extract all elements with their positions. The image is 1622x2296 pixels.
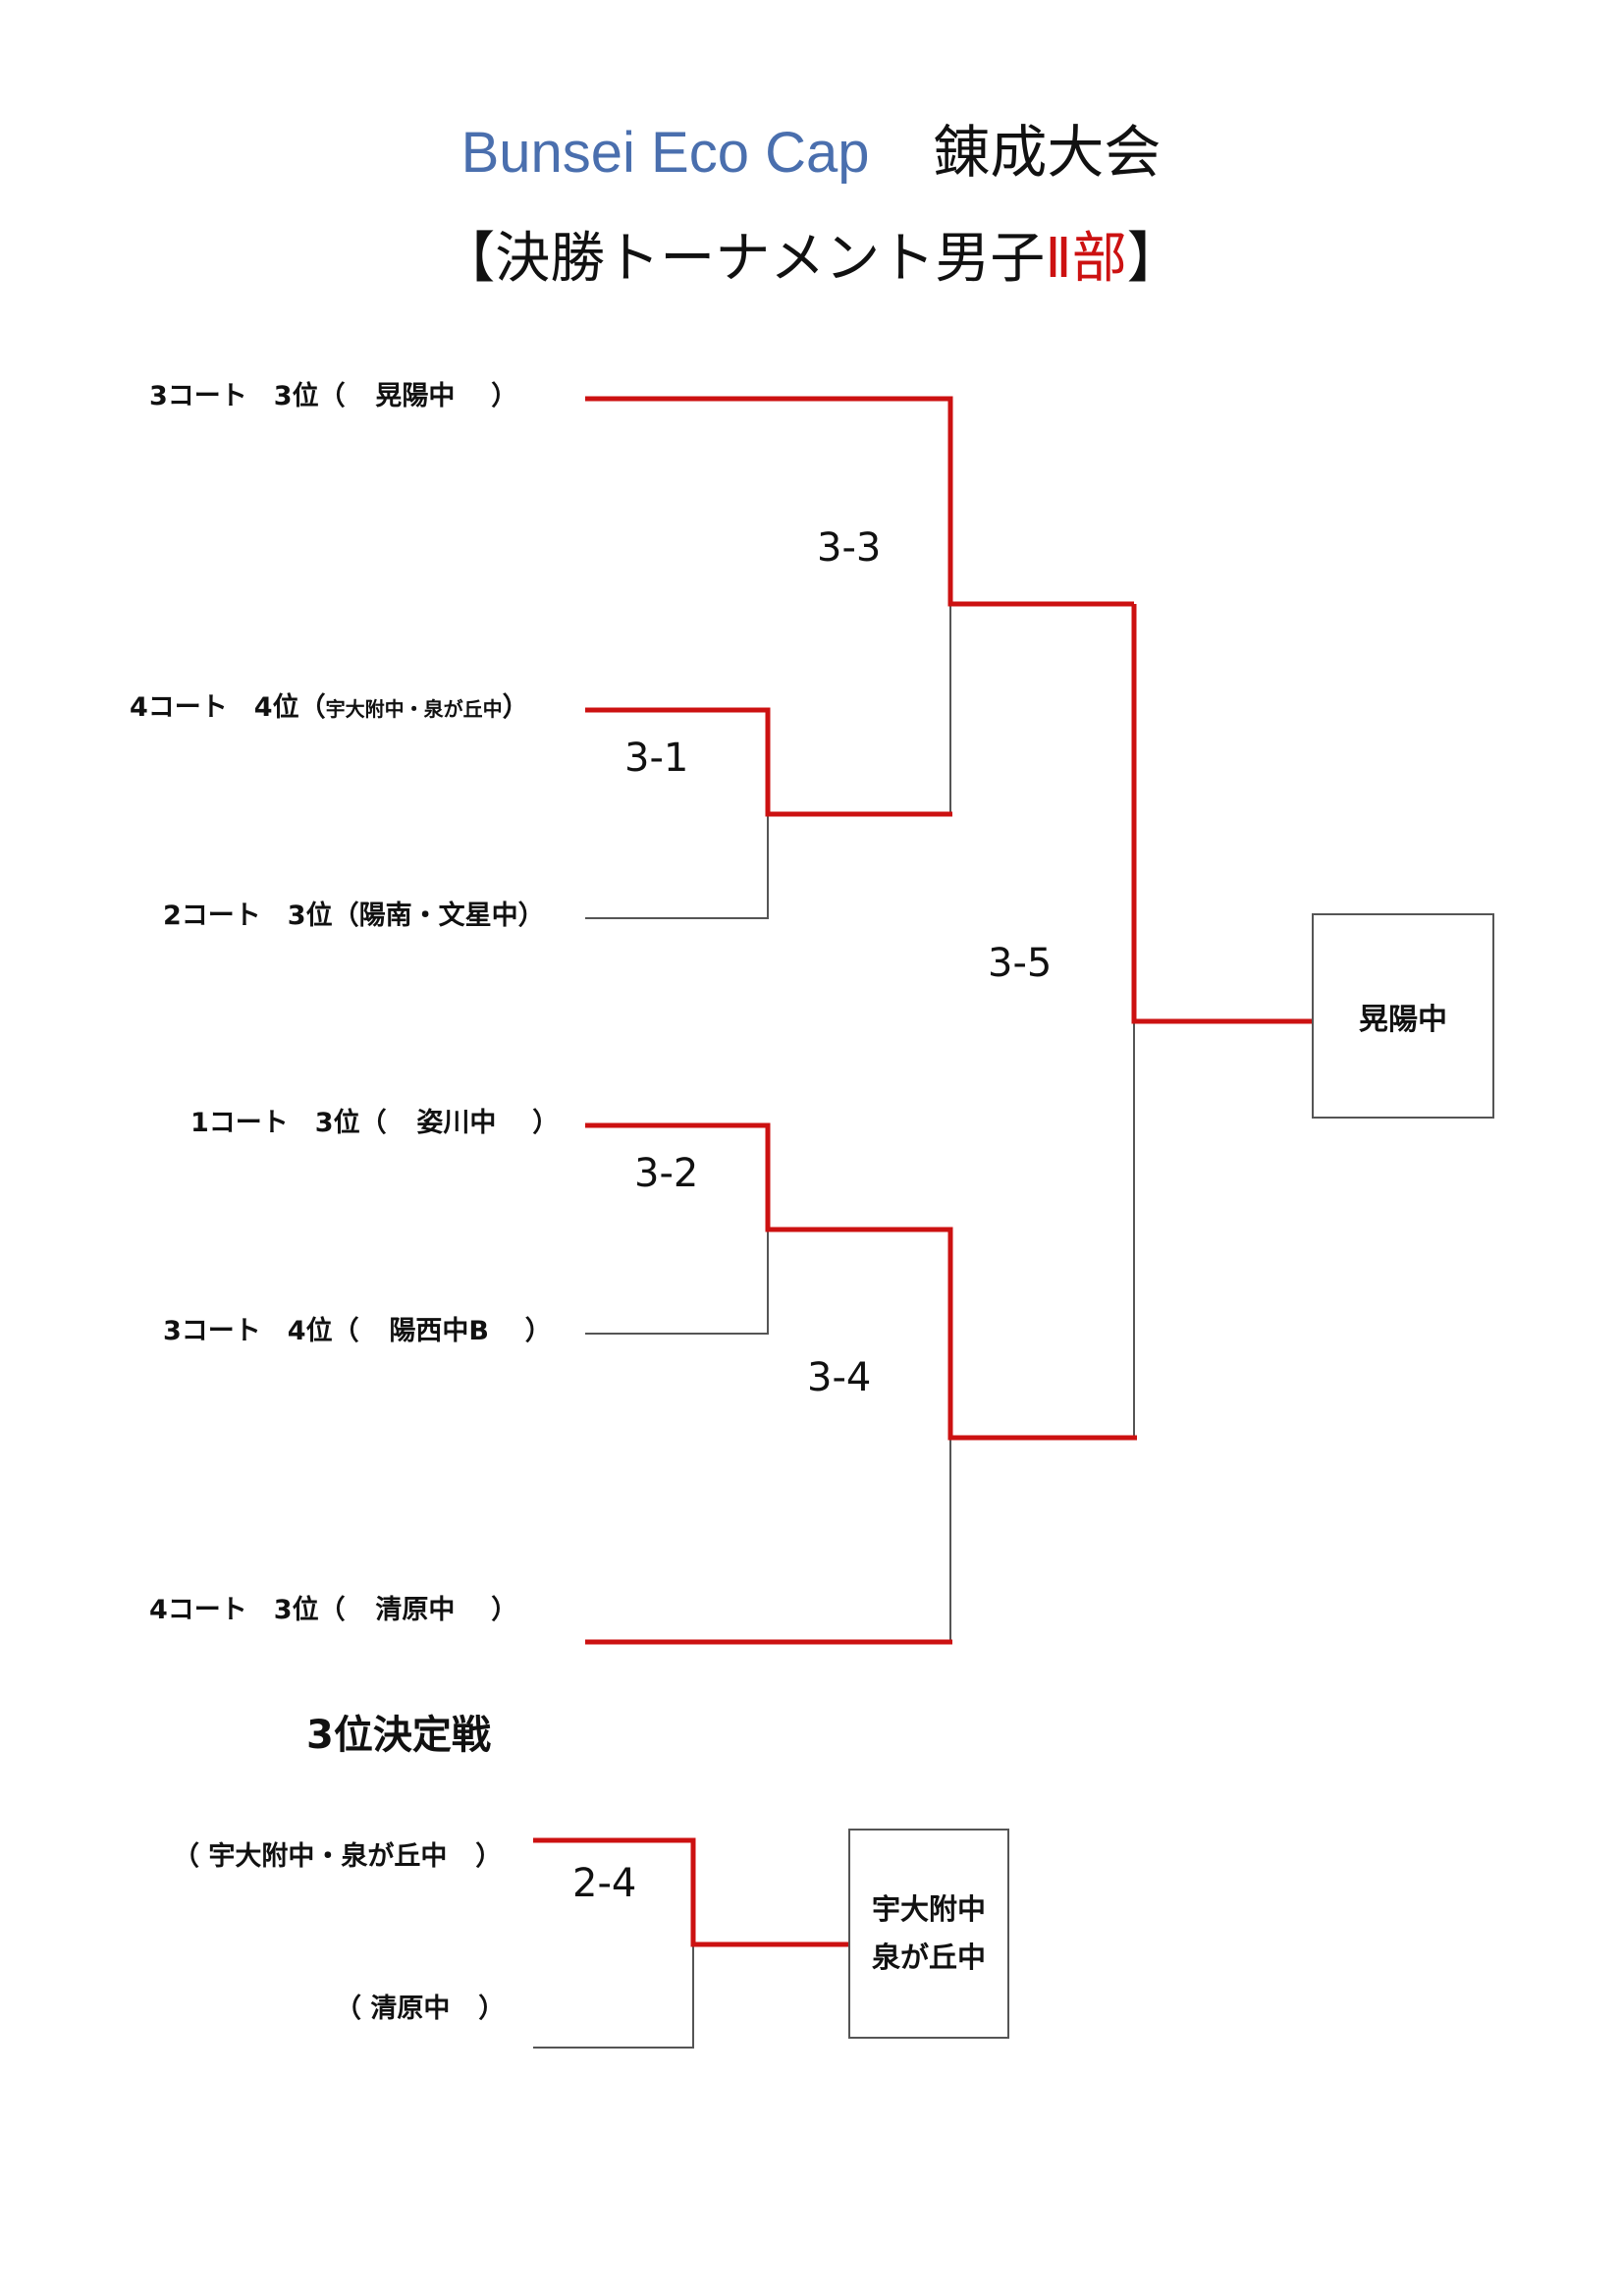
entry-close: ）: [491, 1595, 518, 1625]
third-place-heading: 3位決定戦: [306, 1713, 491, 1758]
match-label-3-2: 3-2: [634, 1151, 699, 1196]
entry-team: 陽南・文星中: [358, 901, 518, 931]
line-entry1: [585, 396, 1134, 607]
third-place-entry-1: （ 宇大附中・泉が丘中 ）: [173, 1843, 502, 1870]
page-title: Bunsei Eco Cap 錬成大会: [0, 106, 1622, 189]
match-label-2-4: 2-4: [572, 1861, 637, 1906]
winner-line-1: 宇大附中: [871, 1891, 986, 1926]
entry-team: 陽西中B: [389, 1316, 489, 1346]
entry-slot: 3コート 3位（: [149, 381, 346, 411]
entry-close: ）: [532, 1108, 560, 1138]
winning-lines: [533, 396, 1318, 1947]
line-m35-winner: [1131, 604, 1318, 1024]
entry-team: 宇大附中・泉が丘中: [208, 1841, 448, 1872]
match-label-3-3: 3-3: [817, 525, 882, 571]
entry-slot: 4コート 3位（: [149, 1595, 346, 1625]
line-m32-lower: [585, 1230, 769, 1335]
entry-close: ）: [491, 381, 518, 411]
subtitle-division: Ⅱ部: [1045, 227, 1127, 291]
bracket-entry-6: 4コート 3位（ 清原中 ）: [149, 1597, 517, 1623]
brand-name: Bunsei Eco Cap: [460, 121, 870, 185]
entry-slot: 2コート 3位（: [163, 901, 359, 931]
losing-lines: [533, 604, 1135, 2049]
entry-close: ）: [524, 1316, 552, 1346]
event-name: 錬成大会: [933, 119, 1162, 186]
bracket-entry-3: 2コート 3位（陽南・文星中）: [163, 902, 545, 929]
third-place-winner-box: 宇大附中 泉が丘中: [848, 1829, 1009, 2039]
subtitle-suffix: 】: [1126, 227, 1182, 291]
match-label-3-1: 3-1: [624, 736, 689, 781]
bracket-entry-4: 1コート 3位（ 姿川中 ）: [190, 1110, 559, 1136]
winner-line-2: 泉が丘中: [871, 1941, 986, 1974]
entry-team: 姿川中: [416, 1108, 497, 1138]
entry-slot: 3コート 4位（: [163, 1316, 359, 1346]
line-m31-lower: [585, 812, 769, 919]
line-entry4: [585, 1122, 1137, 1441]
bracket-entry-2: 4コート 4位（宇大附中・泉が丘中）: [130, 694, 529, 721]
line-entry2: [585, 707, 952, 817]
entry-open: （: [335, 1994, 361, 2024]
entry-close: ）: [517, 901, 545, 931]
entry-team: 宇大附中・泉が丘中: [325, 697, 503, 721]
champion-box: 晃陽中: [1312, 913, 1494, 1119]
line-tp-winner: [533, 1837, 854, 1947]
match-label-3-5: 3-5: [988, 941, 1053, 986]
bracket-entry-1: 3コート 3位（ 晃陽中 ）: [149, 383, 517, 410]
entry-open: （: [173, 1841, 199, 1872]
entry-close: ）: [478, 1994, 506, 2024]
entry-team: 晃陽中: [375, 381, 456, 411]
entry-slot: 1コート 3位（: [190, 1108, 387, 1138]
subtitle-prefix: 【決勝トーナメント男子: [440, 227, 1046, 291]
match-label-3-4: 3-4: [807, 1355, 872, 1400]
entry-team: 清原中: [370, 1994, 451, 2024]
entry-close: ）: [502, 692, 529, 723]
entry-close: ）: [475, 1841, 503, 1872]
entry-slot: 4コート 4位（: [130, 692, 326, 723]
entry-team: 清原中: [375, 1595, 456, 1625]
champion-name: 晃陽中: [1359, 1002, 1447, 1037]
line-tp-lower: [533, 1944, 694, 2049]
page-subtitle: 【決勝トーナメント男子Ⅱ部】: [0, 214, 1622, 294]
third-place-entry-2: （ 清原中 ）: [335, 1995, 505, 2022]
bracket-entry-5: 3コート 4位（ 陽西中B ）: [163, 1318, 552, 1344]
